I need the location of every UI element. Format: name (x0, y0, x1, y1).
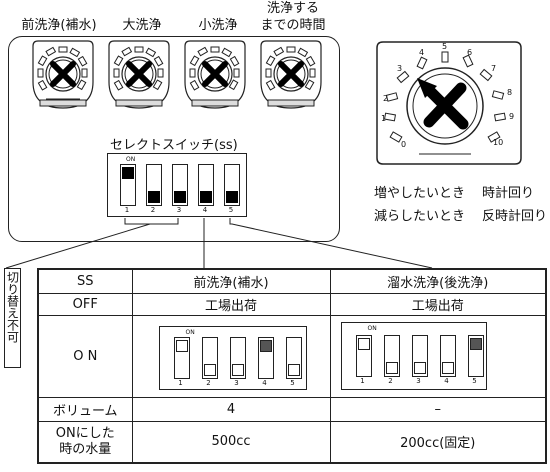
dip-number: 5 (228, 206, 234, 214)
dip-number: 1 (124, 206, 130, 214)
dip-number: 5 (472, 376, 477, 385)
dial-small-wash[interactable] (182, 38, 248, 116)
rotary-dial-icon (32, 40, 94, 109)
dip-toggle-2 (201, 336, 218, 379)
dial-front-wash[interactable] (30, 38, 96, 116)
dip-toggle-4 (439, 334, 456, 377)
dip-number: 3 (234, 378, 239, 387)
dip-switch-title: セレクトスイッチ(ss) (110, 138, 238, 153)
dip-toggle-3 (411, 334, 428, 377)
dip-toggle-1 (355, 334, 372, 377)
table-cell: 200cc(固定) (329, 420, 547, 464)
side-note-text: 切り替え不可 (5, 271, 20, 343)
scale-number: 8 (507, 88, 513, 97)
table-cell: 工場出荷 (329, 292, 547, 316)
dip-number: 2 (388, 376, 393, 385)
table-row: OFF 工場出荷 工場出荷 (37, 292, 547, 316)
row-label: ONにした 時の水量 (37, 420, 133, 464)
dip-toggle-1[interactable] (120, 164, 136, 206)
table-cell: – (329, 396, 547, 422)
table-cell: ON 1 2 3 4 5 (131, 314, 331, 398)
dip-toggle-3 (229, 336, 246, 379)
dip-switch-main[interactable]: ON 1 2 3 4 5 (107, 153, 247, 217)
dip-on-label: ON (367, 324, 377, 332)
rotary-dial-icon (108, 40, 170, 109)
side-note: 切り替え不可 (4, 268, 21, 368)
dip-number: 2 (150, 206, 156, 214)
scale-number: 10 (493, 138, 504, 147)
dip-toggle-5 (285, 336, 302, 379)
table-row: ボリューム 4 – (37, 396, 547, 422)
dip-on-label: ON (126, 156, 136, 163)
scale-number: 0 (401, 140, 407, 149)
rotary-dial-icon (260, 40, 322, 109)
increase-direction: 時計回り (482, 186, 535, 201)
dip-toggle-3[interactable] (172, 164, 188, 206)
table-cell: 500cc (131, 420, 331, 464)
dip-switch-accumulated-wash: ON 1 2 3 4 5 (340, 321, 487, 390)
table-row: O N ON 1 2 3 4 5 ON (37, 314, 547, 398)
dip-toggle-5[interactable] (224, 164, 240, 206)
dip-toggle-4 (257, 336, 274, 379)
decrease-direction: 反時計回り (482, 209, 548, 224)
dip-switch-front-wash: ON 1 2 3 4 5 (158, 325, 307, 390)
dial-wash-time[interactable] (258, 38, 324, 116)
scale-number: 9 (509, 112, 515, 121)
dip-number: 4 (202, 206, 208, 214)
dip-number: 4 (262, 378, 267, 387)
dial-label-front-wash: 前洗浄(補水) (21, 18, 97, 33)
dip-toggle-2 (383, 334, 400, 377)
header-cell: 前洗浄(補水) (131, 268, 331, 294)
decrease-label: 減らしたいとき (374, 209, 466, 224)
dip-toggle-2[interactable] (146, 164, 162, 206)
increase-label: 増やしたいとき (374, 186, 466, 201)
dip-number: 5 (290, 378, 295, 387)
table-cell: 4 (131, 396, 331, 422)
dip-number: 1 (360, 376, 365, 385)
dip-number: 1 (178, 378, 183, 387)
scale-number: 7 (491, 64, 497, 73)
scale-number: 3 (397, 64, 403, 73)
dip-toggle-4[interactable] (198, 164, 214, 206)
table-row: ONにした 時の水量 500cc 200cc(固定) (37, 420, 547, 464)
dip-toggle-5 (467, 334, 484, 377)
row-label-line: ONにした (55, 425, 115, 441)
dial-label-time-2: までの時間 (260, 18, 326, 33)
row-label: OFF (37, 292, 133, 316)
dip-number: 4 (444, 376, 449, 385)
dip-number: 3 (416, 376, 421, 385)
settings-table: SS 前洗浄(補水) 溜水洗浄(後洗浄) OFF 工場出荷 工場出荷 O N O… (37, 268, 547, 464)
dial-large-wash[interactable] (106, 38, 172, 116)
dip-number: 2 (206, 378, 211, 387)
table-header-row: SS 前洗浄(補水) 溜水洗浄(後洗浄) (37, 268, 547, 294)
scale-number: 5 (442, 42, 448, 51)
header-cell: SS (37, 268, 133, 294)
scale-number: 1 (381, 114, 387, 123)
table-cell: 工場出荷 (131, 292, 331, 316)
scale-number: 2 (383, 94, 389, 103)
table-cell: ON 1 2 3 4 5 (329, 314, 547, 398)
scale-number: 4 (419, 48, 425, 57)
dip-on-label: ON (185, 328, 195, 336)
row-label: O N (37, 314, 133, 398)
dip-toggle-1 (173, 336, 190, 379)
row-label-line: 時の水量 (59, 441, 112, 457)
dial-label-large-wash: 大洗浄 (122, 18, 162, 33)
header-cell: 溜水洗浄(後洗浄) (329, 268, 547, 294)
dip-number: 3 (176, 206, 182, 214)
scale-number: 6 (467, 48, 473, 57)
large-rotary-dial[interactable] (373, 40, 525, 170)
rotary-dial-icon (184, 40, 246, 109)
row-label: ボリューム (37, 396, 133, 422)
dial-label-small-wash: 小洗浄 (198, 18, 238, 33)
large-dial-scale: 0 1 2 3 4 5 6 7 8 9 10 (373, 40, 525, 170)
dial-label-time-1: 洗浄する (266, 1, 319, 16)
